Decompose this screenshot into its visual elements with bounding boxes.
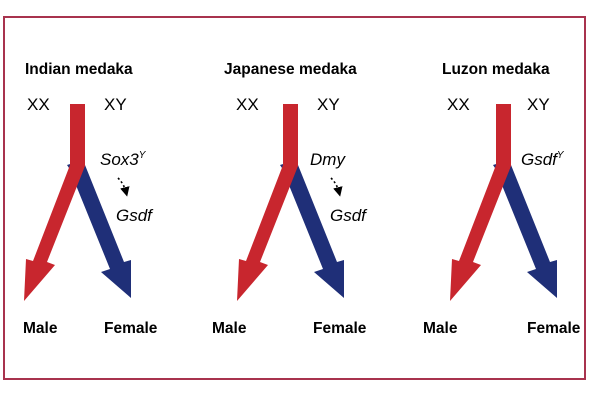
female-arrow [280,160,344,298]
downstream-gene-label: Gsdf [116,206,154,225]
female-label: Female [313,320,367,337]
male-arrow [237,104,298,301]
male-arrow [450,104,511,301]
female-arrow [493,160,557,298]
regulation-arrow [330,177,343,197]
figure-frame [3,16,586,380]
xx-label: XX [236,95,259,114]
regulation-arrow [117,177,130,197]
downstream-gene-label: Gsdf [330,206,368,225]
panel-japanese-medaka: Japanese medaka XX XY Dmy Gsdf Male Fema… [212,61,368,337]
female-label: Female [527,320,581,337]
master-gene-label: Sox3Y [100,150,147,169]
panel-indian-medaka: Indian medaka XX XY Sox3Y Gsdf Male Fema… [23,61,158,337]
male-label: Male [423,320,458,337]
panel-title: Luzon medaka [442,61,550,78]
master-gene-label: GsdfY [521,150,565,169]
panel-title: Indian medaka [25,61,133,78]
panel-title: Japanese medaka [224,61,357,78]
xx-label: XX [27,95,50,114]
xy-label: XY [104,95,127,114]
female-label: Female [104,320,158,337]
male-label: Male [212,320,247,337]
xy-label: XY [527,95,550,114]
panel-luzon-medaka: Luzon medaka XX XY GsdfY Male Female [423,61,581,337]
xx-label: XX [447,95,470,114]
master-gene-label: Dmy [310,150,346,169]
male-label: Male [23,320,58,337]
xy-label: XY [317,95,340,114]
female-arrow [67,160,131,298]
male-arrow [24,104,85,301]
